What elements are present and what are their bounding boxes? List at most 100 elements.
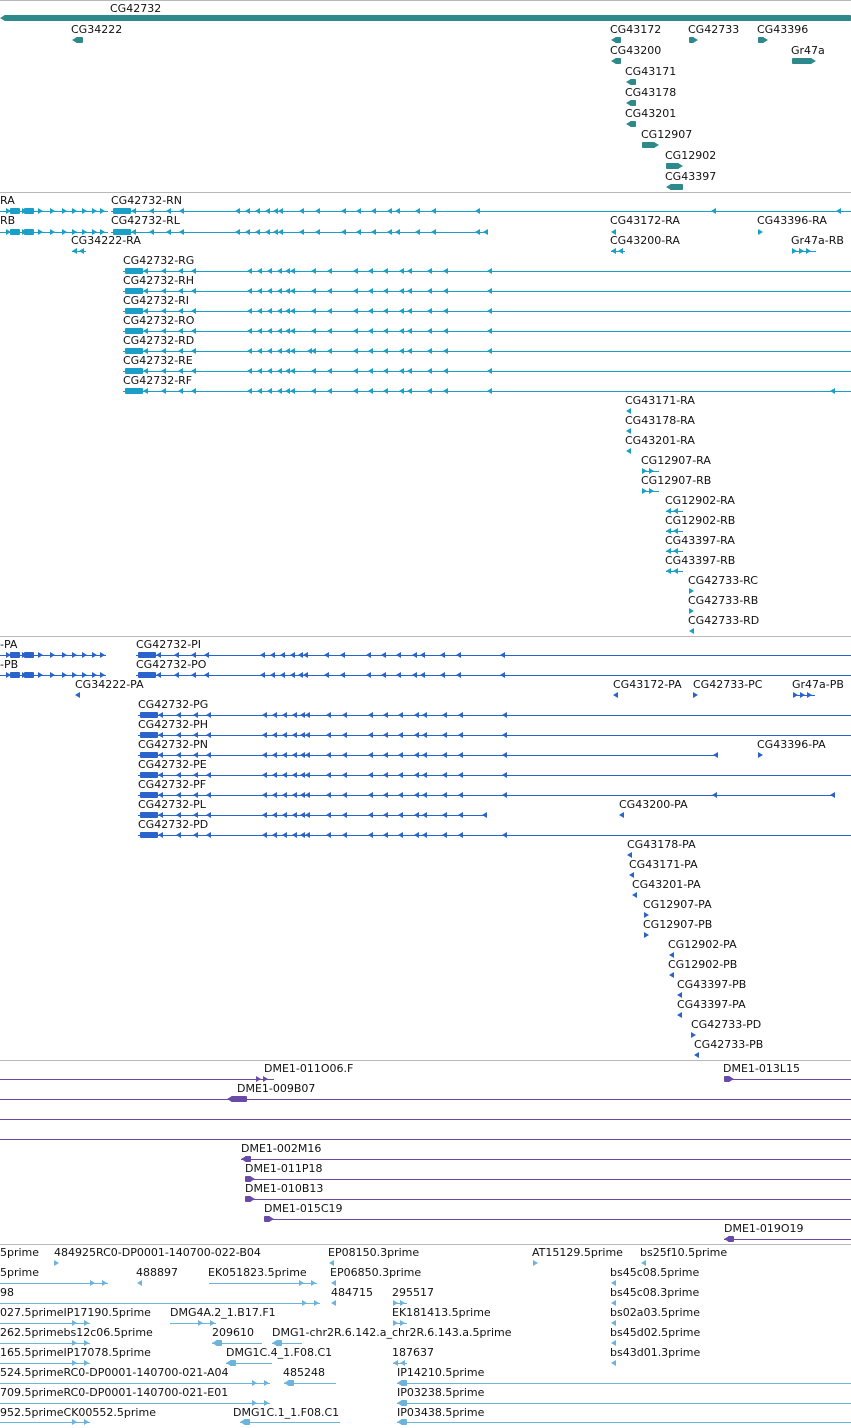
- est-label[interactable]: IP14210.5prime: [397, 1366, 485, 1379]
- transcript-label[interactable]: CG43171-RA: [625, 394, 695, 407]
- transcript-label[interactable]: CG43200-RA: [610, 234, 680, 247]
- protein-label[interactable]: CG42732-PE: [138, 758, 207, 771]
- protein-label[interactable]: CG43178-PA: [627, 838, 696, 851]
- clone-label[interactable]: DME1-011P18: [245, 1162, 323, 1175]
- protein-label[interactable]: CG42732-PI: [136, 638, 202, 651]
- est-label[interactable]: 5prime: [0, 1266, 40, 1279]
- transcript-label[interactable]: CG43172-RA: [610, 214, 680, 227]
- protein-label[interactable]: CG42732-PN: [138, 738, 209, 751]
- clone-label[interactable]: DME1-019O19: [724, 1222, 804, 1235]
- est-label[interactable]: 209610: [212, 1326, 254, 1339]
- protein-label[interactable]: Gr47a-PB: [792, 678, 844, 691]
- transcript-label[interactable]: CG12902-RA: [665, 494, 735, 507]
- est-label[interactable]: 295517: [392, 1286, 434, 1299]
- gene-label[interactable]: CG42733: [688, 23, 740, 36]
- clone-label[interactable]: DME1-010B13: [245, 1182, 324, 1195]
- est-label[interactable]: DMG1C.1_1.F08.C1: [233, 1406, 340, 1419]
- est-label[interactable]: EK051823.5prime: [208, 1266, 307, 1279]
- protein-label[interactable]: CG42732-PD: [138, 818, 209, 831]
- est-label[interactable]: DMG1C.4_1.F08.C1: [226, 1346, 333, 1359]
- est-label[interactable]: DMG4A.2_1.B17.F1: [170, 1306, 276, 1319]
- clone-label[interactable]: DME1-011O06.F: [264, 1062, 354, 1075]
- gene-label[interactable]: CG43178: [625, 86, 677, 99]
- est-label[interactable]: 484925RC0-DP0001-140700-022-B04: [54, 1246, 261, 1259]
- transcript-label[interactable]: CG42733-RC: [688, 574, 758, 587]
- protein-label[interactable]: CG42733-PC: [693, 678, 763, 691]
- est-label[interactable]: bs43d01.3prime: [610, 1346, 701, 1359]
- transcript-label[interactable]: CG42732-RO: [123, 314, 195, 327]
- transcript-label[interactable]: CG43201-RA: [625, 434, 695, 447]
- gene-label[interactable]: Gr47a: [791, 44, 825, 57]
- transcript-label[interactable]: CG42733-RD: [688, 614, 760, 627]
- protein-label[interactable]: CG42732-PL: [138, 798, 206, 811]
- transcript-label[interactable]: CG42732-RN: [111, 194, 183, 207]
- transcript-label[interactable]: CG42732-RH: [123, 274, 195, 287]
- est-label[interactable]: 5prime: [0, 1246, 40, 1259]
- transcript-label[interactable]: CG43397-RA: [665, 534, 735, 547]
- est-label[interactable]: EP06850.3prime: [330, 1266, 422, 1279]
- protein-label[interactable]: CG42733-PD: [691, 1018, 762, 1031]
- gene-label[interactable]: CG43397: [665, 170, 717, 183]
- protein-label[interactable]: CG12902-PB: [668, 958, 738, 971]
- transcript-label[interactable]: CG42732-RG: [123, 254, 195, 267]
- transcript-label[interactable]: CG12907-RB: [641, 474, 712, 487]
- protein-label[interactable]: CG12902-PA: [668, 938, 737, 951]
- transcript-label[interactable]: CG12907-RA: [641, 454, 711, 467]
- protein-label[interactable]: CG43397-PB: [677, 978, 747, 991]
- clone-label[interactable]: DME1-013L15: [723, 1062, 800, 1075]
- protein-label[interactable]: CG42732-PH: [138, 718, 209, 731]
- est-label[interactable]: 952.5primeCK00552.5prime: [0, 1406, 156, 1419]
- est-label[interactable]: bs45c08.3prime: [610, 1286, 700, 1299]
- protein-label[interactable]: CG42732-PG: [138, 698, 209, 711]
- gene-label[interactable]: CG43201: [625, 107, 677, 120]
- gene-label[interactable]: CG43172: [610, 23, 662, 36]
- est-label[interactable]: 488897: [136, 1266, 178, 1279]
- est-label[interactable]: bs45d02.5prime: [610, 1326, 701, 1339]
- transcript-label[interactable]: Gr47a-RB: [791, 234, 844, 247]
- gene-label[interactable]: CG42732: [110, 2, 162, 15]
- est-label[interactable]: 187637: [392, 1346, 434, 1359]
- transcript-label[interactable]: RB: [0, 214, 16, 227]
- protein-label[interactable]: CG42733-PB: [694, 1038, 764, 1051]
- est-label[interactable]: EK181413.5prime: [392, 1306, 491, 1319]
- clone-label[interactable]: DME1-009B07: [237, 1082, 316, 1095]
- gene-label[interactable]: CG12902: [665, 149, 717, 162]
- transcript-label[interactable]: CG42733-RB: [688, 594, 759, 607]
- gene-label[interactable]: CG12907: [641, 128, 693, 141]
- est-label[interactable]: EP08150.3prime: [328, 1246, 420, 1259]
- transcript-label[interactable]: CG43396-RA: [757, 214, 827, 227]
- protein-label[interactable]: CG43171-PA: [629, 858, 698, 871]
- protein-label[interactable]: CG42732-PO: [136, 658, 207, 671]
- protein-label[interactable]: CG12907-PB: [643, 918, 713, 931]
- est-label[interactable]: bs45c08.5prime: [610, 1266, 700, 1279]
- est-label[interactable]: bs02a03.5prime: [610, 1306, 700, 1319]
- est-label[interactable]: 165.5primeIP17078.5prime: [0, 1346, 151, 1359]
- gene-label[interactable]: CG43200: [610, 44, 662, 57]
- gene-label[interactable]: CG43396: [757, 23, 809, 36]
- protein-label[interactable]: CG43201-PA: [632, 878, 701, 891]
- protein-label[interactable]: CG43200-PA: [619, 798, 688, 811]
- transcript-label[interactable]: CG12902-RB: [665, 514, 736, 527]
- est-label[interactable]: AT15129.5prime: [532, 1246, 623, 1259]
- protein-label[interactable]: -PB: [0, 658, 19, 671]
- transcript-label[interactable]: CG42732-RI: [123, 294, 190, 307]
- protein-label[interactable]: -PA: [0, 638, 18, 651]
- transcript-label[interactable]: CG42732-RE: [123, 354, 193, 367]
- transcript-label[interactable]: CG42732-RL: [111, 214, 180, 227]
- gene-label[interactable]: CG34222: [71, 23, 123, 36]
- transcript-label[interactable]: CG43397-RB: [665, 554, 736, 567]
- protein-label[interactable]: CG34222-PA: [75, 678, 144, 691]
- protein-label[interactable]: CG12907-PA: [643, 898, 712, 911]
- transcript-label[interactable]: RA: [0, 194, 15, 207]
- clone-label[interactable]: DME1-002M16: [241, 1142, 322, 1155]
- protein-label[interactable]: CG43396-PA: [757, 738, 826, 751]
- transcript-label[interactable]: CG34222-RA: [71, 234, 141, 247]
- transcript-label[interactable]: CG43178-RA: [625, 414, 695, 427]
- gene-label[interactable]: CG43171: [625, 65, 677, 78]
- est-label[interactable]: IP03238.5prime: [397, 1386, 485, 1399]
- est-label[interactable]: IP03438.5prime: [397, 1406, 485, 1419]
- transcript-label[interactable]: CG42732-RF: [123, 374, 193, 387]
- est-label[interactable]: 262.5primebs12c06.5prime: [0, 1326, 153, 1339]
- est-label[interactable]: 98: [0, 1286, 14, 1299]
- est-label[interactable]: DMG1-chr2R.6.142.a_chr2R.6.143.a.5prime: [272, 1326, 512, 1339]
